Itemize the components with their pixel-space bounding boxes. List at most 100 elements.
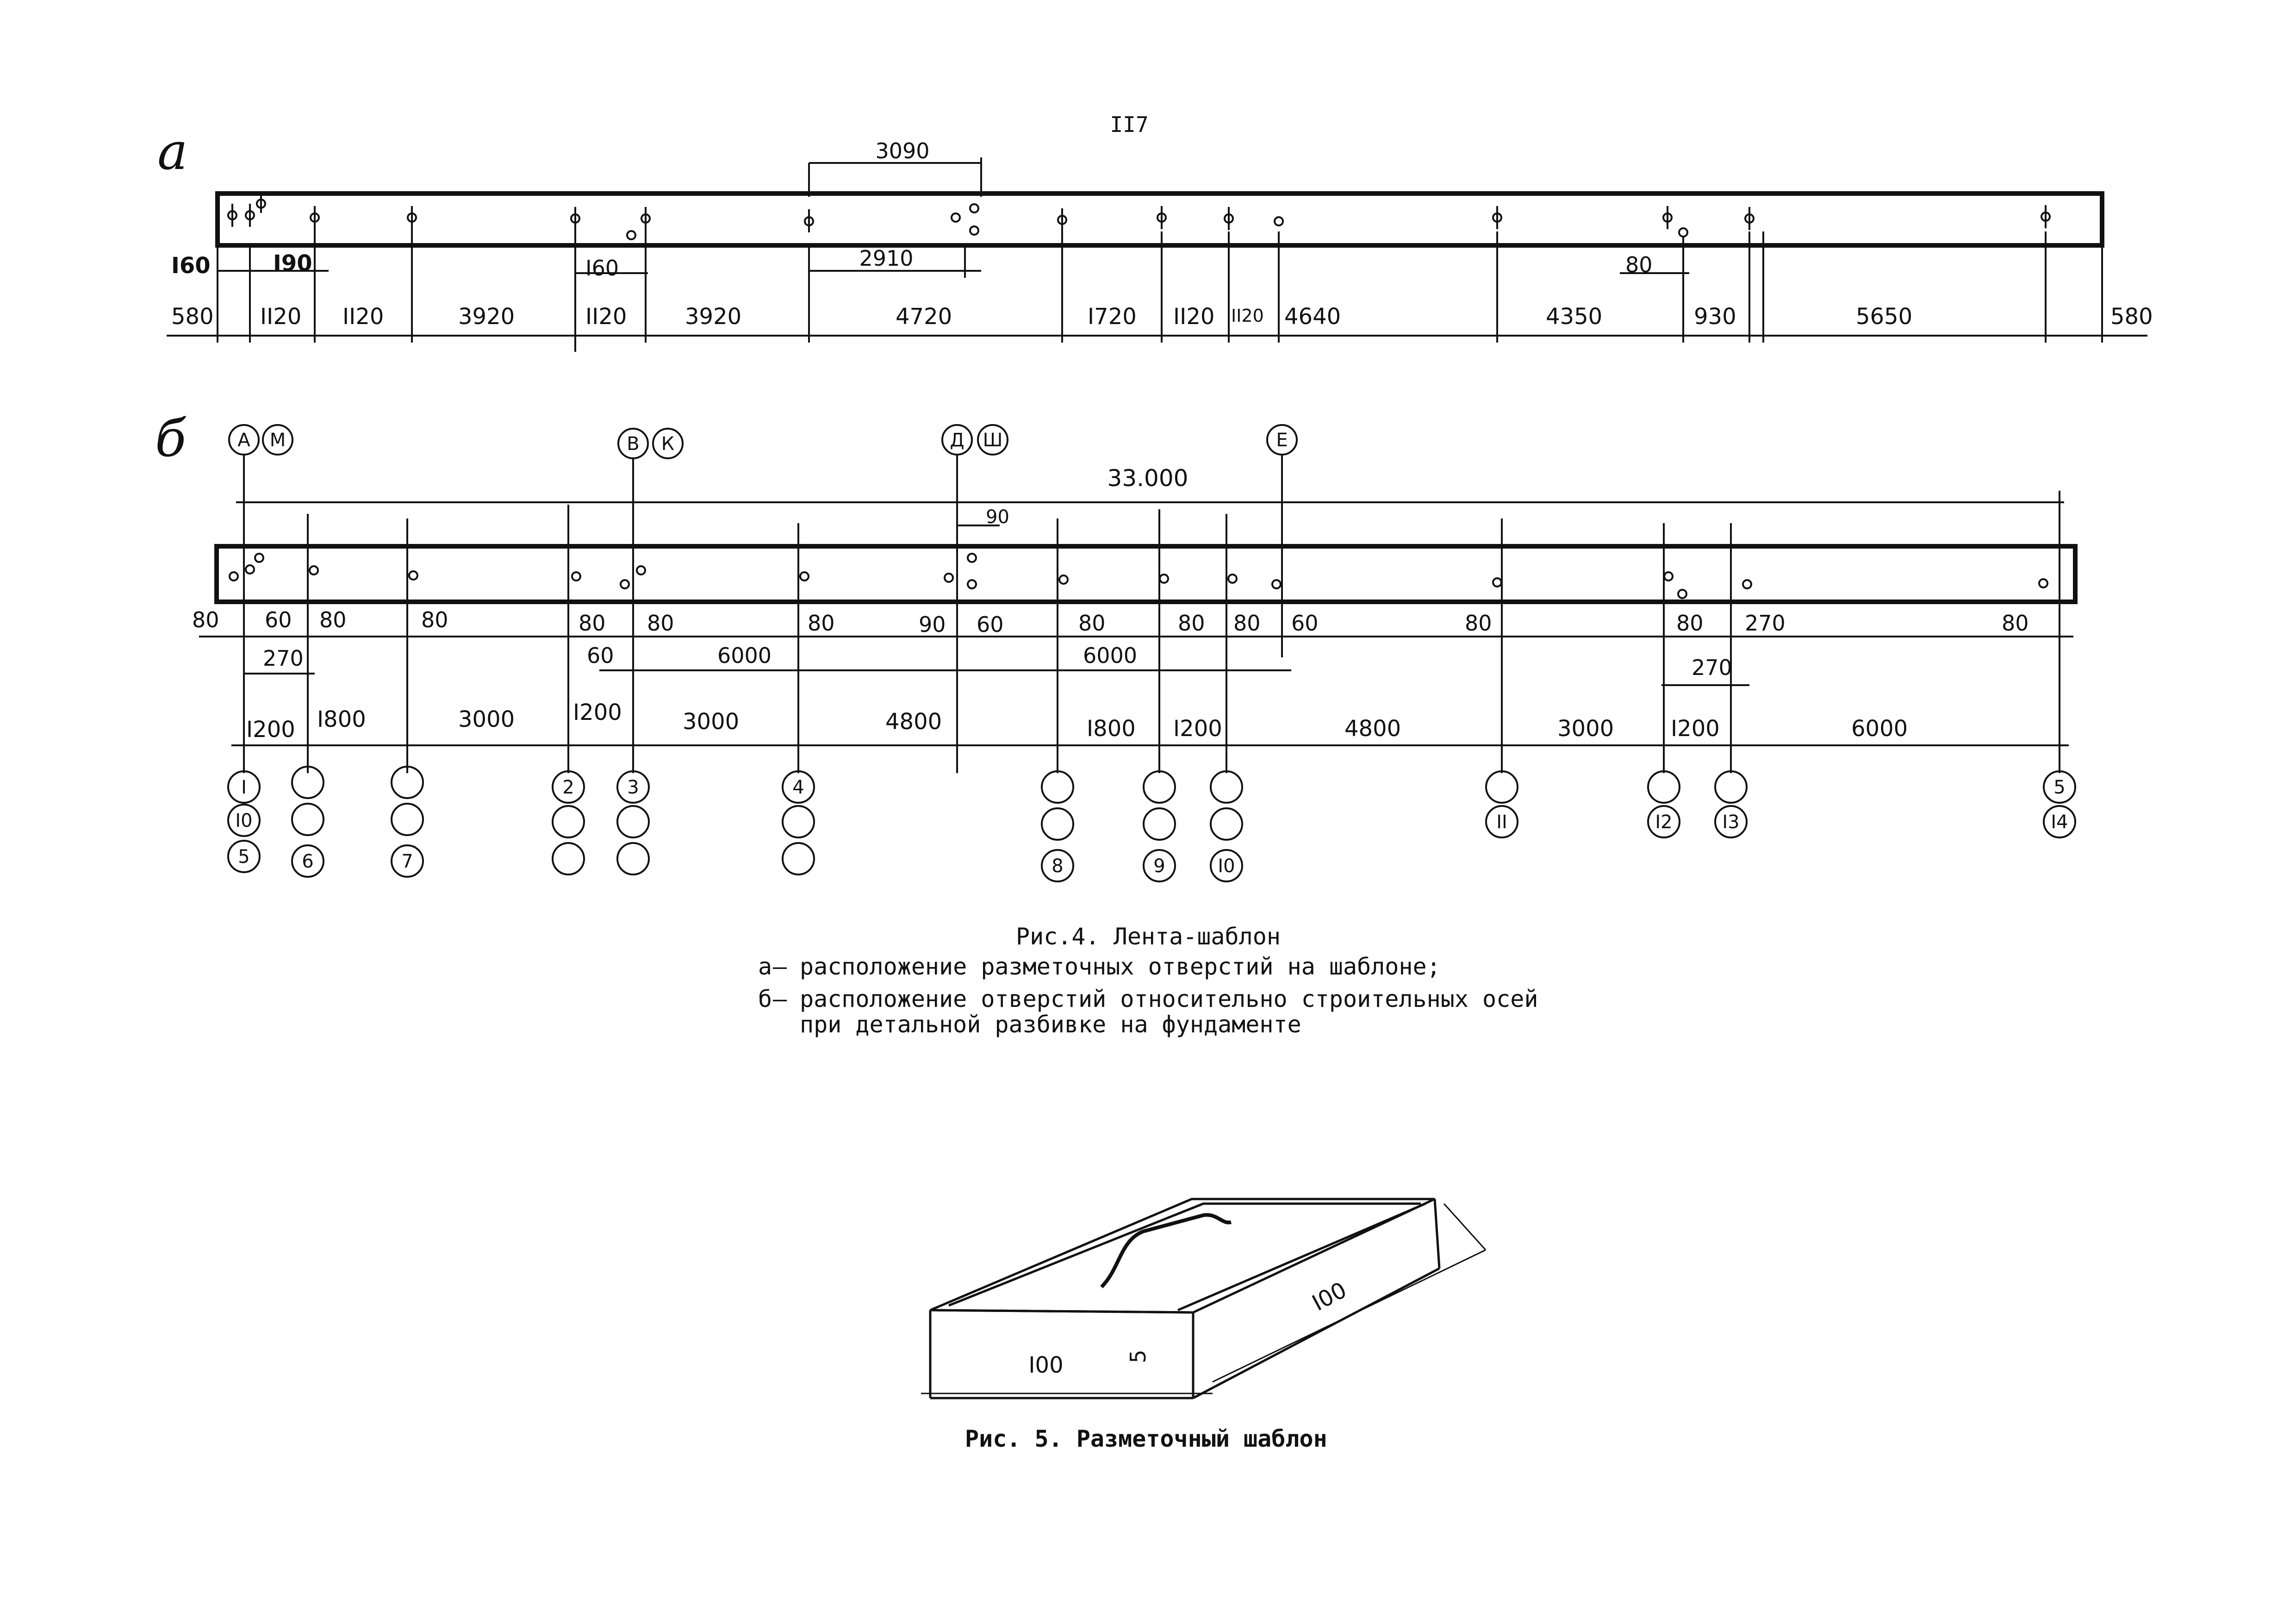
hole [951, 212, 961, 223]
dim-label: 80 [1676, 611, 1704, 636]
dim-label: 5650 [1856, 304, 1912, 330]
strip-b-bottom-labels: I200 I800 3000 I200 3000 4800 I800 I200 … [246, 700, 1908, 743]
hole [1274, 216, 1284, 226]
strip-a-marker: а [157, 122, 188, 181]
dim-label: 80 [579, 611, 606, 636]
hole [1492, 577, 1502, 587]
axis-bubbles [228, 424, 1298, 459]
strip-b: б А М В К Д Ш Е 33.000 [155, 409, 2078, 882]
hole [1227, 574, 1238, 584]
dim-2910: 2910 [859, 246, 913, 271]
hole [254, 553, 264, 563]
hole [967, 579, 977, 589]
dim-label: 3000 [458, 706, 515, 732]
dim-160-mid: I60 [585, 256, 619, 281]
hole [309, 565, 319, 575]
dim-label: I800 [1087, 716, 1136, 742]
hole [1678, 227, 1688, 237]
hole [1742, 579, 1752, 589]
hole [229, 571, 239, 581]
circle-label: 5 [2053, 777, 2065, 798]
dim-label: 3920 [458, 304, 515, 330]
axis-v-label: В [627, 433, 639, 455]
hole [408, 570, 418, 581]
figure-4-title: Рис.4. Лента-шаблон [1016, 923, 1281, 950]
hole [969, 203, 979, 213]
dim-label: 60 [587, 643, 614, 668]
dim-label: 80 [1078, 611, 1106, 636]
strip-b-upper-dim-lines [199, 525, 2073, 686]
dim-side-100: I00 [1308, 1277, 1351, 1316]
dim-label: 3000 [683, 709, 739, 735]
dim-label: 3000 [1557, 716, 1614, 742]
dim-label: 90 [919, 612, 946, 637]
template-bevel [948, 1202, 1421, 1307]
hole [944, 573, 954, 583]
dim-label: 80 [647, 611, 674, 636]
dim-190: I90 [273, 250, 312, 276]
circle-label: I0 [1218, 856, 1235, 877]
dim-label: I200 [246, 717, 295, 743]
dim-label: 4350 [1546, 304, 1602, 330]
circle-label: I2 [1655, 812, 1672, 833]
dim-label: 270 [263, 646, 304, 671]
dim-label: I200 [573, 700, 622, 725]
caption-b-text-2: при детальной разбивке на фундаменте [800, 1011, 1301, 1038]
circle-label: 6 [302, 851, 313, 872]
dim-label: 80 [421, 607, 448, 632]
dim-label: 90 [986, 506, 1009, 528]
circle-label: II [1496, 812, 1507, 833]
column-circles [227, 766, 2076, 882]
circle-label: 7 [401, 851, 413, 872]
strip-b-upper-dim-labels: 80 60 80 270 80 80 60 80 6000 80 90 60 9… [192, 506, 2029, 680]
caption-a-text: расположение разметочных отверстий на ша… [800, 953, 1441, 980]
circle-label: I0 [235, 810, 252, 831]
dim-thickness-5: 5 [1126, 1349, 1151, 1363]
dim-160-left: I60 [171, 253, 211, 279]
dim-label: 80 [1178, 611, 1205, 636]
hole [1159, 574, 1169, 584]
dim-label: 6000 [1083, 643, 1137, 668]
dim-label: 60 [265, 607, 292, 632]
dim-label: II20 [1231, 306, 1264, 326]
strip-a-holes [227, 194, 2051, 240]
dim-label: 80 [319, 607, 347, 632]
strip-b-tape [214, 544, 2078, 604]
hole [571, 571, 581, 581]
hole [245, 564, 255, 575]
dim-label: I200 [1671, 716, 1720, 742]
circle-label: 5 [238, 846, 249, 868]
circle-label: 9 [1153, 856, 1165, 877]
hole [1271, 579, 1282, 589]
hole [2038, 578, 2048, 588]
dim-80: 80 [1625, 252, 1653, 277]
circle-label: 8 [1052, 856, 1063, 877]
dim-label: 270 [1745, 611, 1786, 636]
dim-label: I720 [1088, 304, 1137, 330]
hole [626, 230, 636, 240]
strip-b-marker: б [155, 409, 187, 468]
dim-label: II20 [1173, 304, 1214, 330]
dim-label: 270 [1692, 655, 1732, 680]
figure-5-template: I00 I00 5 Рис. 5. Разметочный шаблон [921, 1198, 1487, 1452]
caption-dash: – [773, 953, 787, 980]
dim-label: 4640 [1284, 304, 1341, 330]
dim-label: 6000 [717, 643, 772, 668]
circle-label: I4 [2051, 812, 2068, 833]
axis-e-label: Е [1276, 430, 1288, 451]
dim-3090: 3090 [875, 138, 929, 163]
strip-a-top-dimensions [218, 157, 1689, 278]
axis-a-label: А [237, 430, 250, 451]
dim-label: 80 [1233, 611, 1261, 636]
strip-b-holes [229, 553, 2048, 599]
dim-label: 60 [1291, 611, 1319, 636]
dim-label: 80 [808, 611, 835, 636]
dim-label: 60 [977, 612, 1004, 637]
axis-k-label: К [661, 433, 674, 455]
axis-m-label: М [270, 430, 286, 451]
axis-lines [243, 455, 2060, 773]
dim-label: 3920 [685, 304, 741, 330]
axis-letters: А М В К Д Ш Е [237, 430, 1288, 455]
dim-label: 4800 [885, 709, 942, 735]
